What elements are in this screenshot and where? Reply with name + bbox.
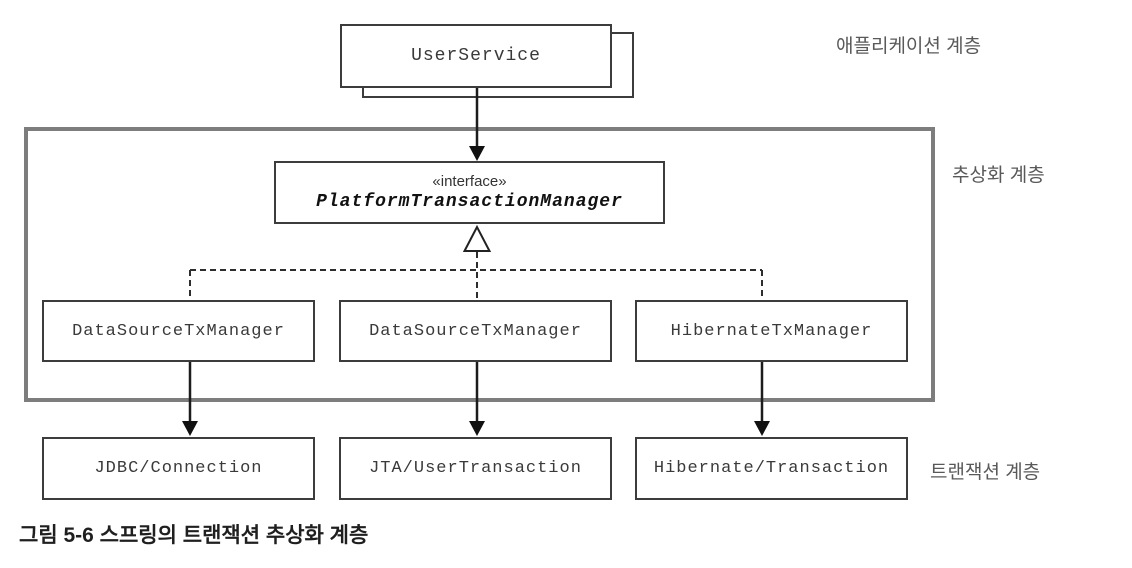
application-layer-label: 애플리케이션 계층 <box>836 36 982 57</box>
jdbc-connection-box: JDBC/Connection <box>42 437 315 500</box>
interface-name: PlatformTransactionManager <box>316 192 623 212</box>
tx-manager-label-3: HibernateTxManager <box>670 321 873 341</box>
filled-arrowhead-icon <box>754 421 770 436</box>
figure-caption: 그림 5-6 스프링의 트랜잭션 추상화 계층 <box>19 524 369 547</box>
jta-user-transaction-label: JTA/UserTransaction <box>369 459 582 478</box>
filled-arrowhead-icon <box>182 421 198 436</box>
user-service-box: UserService <box>340 24 612 88</box>
hibernate-transaction-box: Hibernate/Transaction <box>635 437 908 500</box>
tx-manager-label-1: DataSourceTxManager <box>72 321 285 341</box>
tx-manager-label-2: DataSourceTxManager <box>369 321 582 341</box>
abstraction-layer-label: 추상화 계층 <box>952 165 1045 186</box>
jdbc-connection-label: JDBC/Connection <box>94 459 263 478</box>
platform-transaction-manager-box: «interface» PlatformTransactionManager <box>274 161 665 224</box>
transaction-layer-label: 트랜잭션 계층 <box>930 462 1041 483</box>
hibernate-transaction-label: Hibernate/Transaction <box>653 459 890 478</box>
filled-arrowhead-icon <box>469 421 485 436</box>
tx-manager-box-2: DataSourceTxManager <box>339 300 612 362</box>
user-service-label: UserService <box>411 46 541 66</box>
jta-user-transaction-box: JTA/UserTransaction <box>339 437 612 500</box>
tx-manager-box-1: DataSourceTxManager <box>42 300 315 362</box>
abstraction-layer-frame <box>24 127 935 402</box>
tx-manager-box-3: HibernateTxManager <box>635 300 908 362</box>
interface-stereotype: «interface» <box>432 173 507 190</box>
